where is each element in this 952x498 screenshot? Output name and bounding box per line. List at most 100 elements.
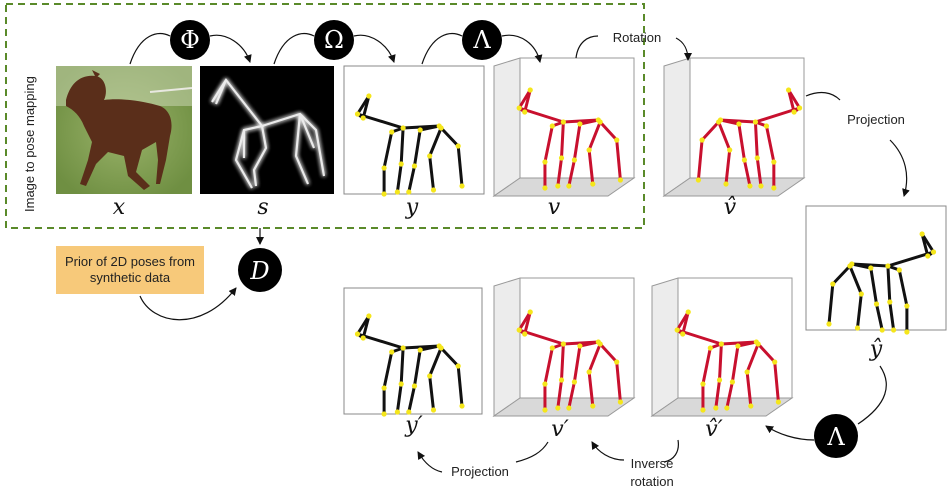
bone <box>418 124 441 132</box>
phi-operator: Φ <box>170 20 210 60</box>
joint <box>590 403 596 409</box>
bone <box>755 156 763 188</box>
joint <box>904 329 910 335</box>
bone <box>428 126 443 158</box>
joint <box>366 313 372 319</box>
bone <box>725 380 734 410</box>
projection-label-1: Projection <box>847 112 905 127</box>
joint <box>854 325 861 331</box>
joint <box>549 345 555 351</box>
bone <box>856 292 863 330</box>
arrow-projection-2 <box>418 441 549 473</box>
pose-3d-panel-v-hat-prime <box>650 277 794 417</box>
bone <box>543 346 554 386</box>
arrow-s-to-y <box>273 33 394 64</box>
joint <box>381 411 387 417</box>
rotation-label: Rotation <box>613 30 661 45</box>
bone <box>560 342 565 382</box>
joint <box>879 327 885 333</box>
joint <box>873 301 880 307</box>
joint <box>542 159 548 165</box>
joint <box>771 185 777 191</box>
joint <box>381 385 387 391</box>
bone <box>587 342 602 374</box>
joint <box>904 303 910 309</box>
bone <box>615 360 622 404</box>
joint <box>438 125 444 131</box>
svg-text:Φ: Φ <box>180 26 200 54</box>
bone <box>567 158 576 188</box>
discriminator-operator: D <box>238 248 282 292</box>
label-y: y <box>405 195 419 220</box>
joint <box>597 119 603 125</box>
joint <box>727 147 733 153</box>
label-y-prime: y′ <box>404 413 422 438</box>
joint <box>724 405 730 411</box>
bone <box>714 378 722 410</box>
bone <box>681 310 690 336</box>
skeleton-y-prime <box>354 313 465 417</box>
bone <box>598 342 619 364</box>
arrow-inverse-rotation <box>592 440 679 463</box>
bone <box>413 128 422 168</box>
prior-box: Prior of 2D poses from synthetic data <box>56 246 204 294</box>
bone <box>523 310 532 336</box>
joint <box>354 331 361 337</box>
svg-text:Λ: Λ <box>826 423 845 451</box>
joint <box>394 409 400 415</box>
bone <box>587 370 595 408</box>
skeleton-y-hat <box>826 231 937 335</box>
bone <box>745 342 760 374</box>
joint <box>555 405 561 411</box>
joint <box>400 345 406 351</box>
arrow-projection-1 <box>805 91 907 196</box>
bone <box>556 378 564 410</box>
joint <box>826 321 832 327</box>
bone <box>615 138 622 182</box>
joint <box>723 181 729 187</box>
pose-3d-panel-v <box>492 57 636 197</box>
lambda-operator-top: Λ <box>462 20 502 60</box>
joint <box>716 377 723 383</box>
image-to-pose-section <box>5 3 645 229</box>
joint <box>381 191 387 197</box>
joint <box>868 265 874 271</box>
joint <box>398 381 404 387</box>
joint <box>763 123 770 129</box>
joint <box>560 119 566 125</box>
omega-operator: Ω <box>314 20 354 60</box>
joint <box>430 407 437 413</box>
joint <box>354 111 361 117</box>
joint <box>707 345 713 351</box>
joint <box>930 249 937 255</box>
joint <box>919 231 925 237</box>
joint <box>571 379 577 385</box>
joint <box>586 147 592 153</box>
bone <box>730 344 740 384</box>
bone <box>361 94 371 120</box>
bone <box>456 364 464 408</box>
bone <box>787 88 796 114</box>
pose-3d-panel-v-prime <box>492 277 636 417</box>
joint <box>858 291 864 297</box>
bone <box>587 148 595 186</box>
joint <box>459 403 465 409</box>
bone <box>439 346 460 368</box>
joint <box>555 183 561 189</box>
joint <box>381 165 387 171</box>
joint <box>713 405 719 411</box>
bone <box>395 382 403 414</box>
joint <box>885 263 891 269</box>
bone <box>572 344 582 384</box>
joint <box>411 163 418 169</box>
joint <box>542 185 548 191</box>
label-v-hat-prime: v̂′ <box>705 417 722 442</box>
bone <box>745 370 753 408</box>
joint <box>791 109 797 115</box>
joint <box>558 155 565 161</box>
skeleton-v <box>516 87 623 191</box>
lambda-operator-bottom: Λ <box>814 414 858 458</box>
heatmap-panel <box>200 66 334 194</box>
joint <box>614 359 620 365</box>
